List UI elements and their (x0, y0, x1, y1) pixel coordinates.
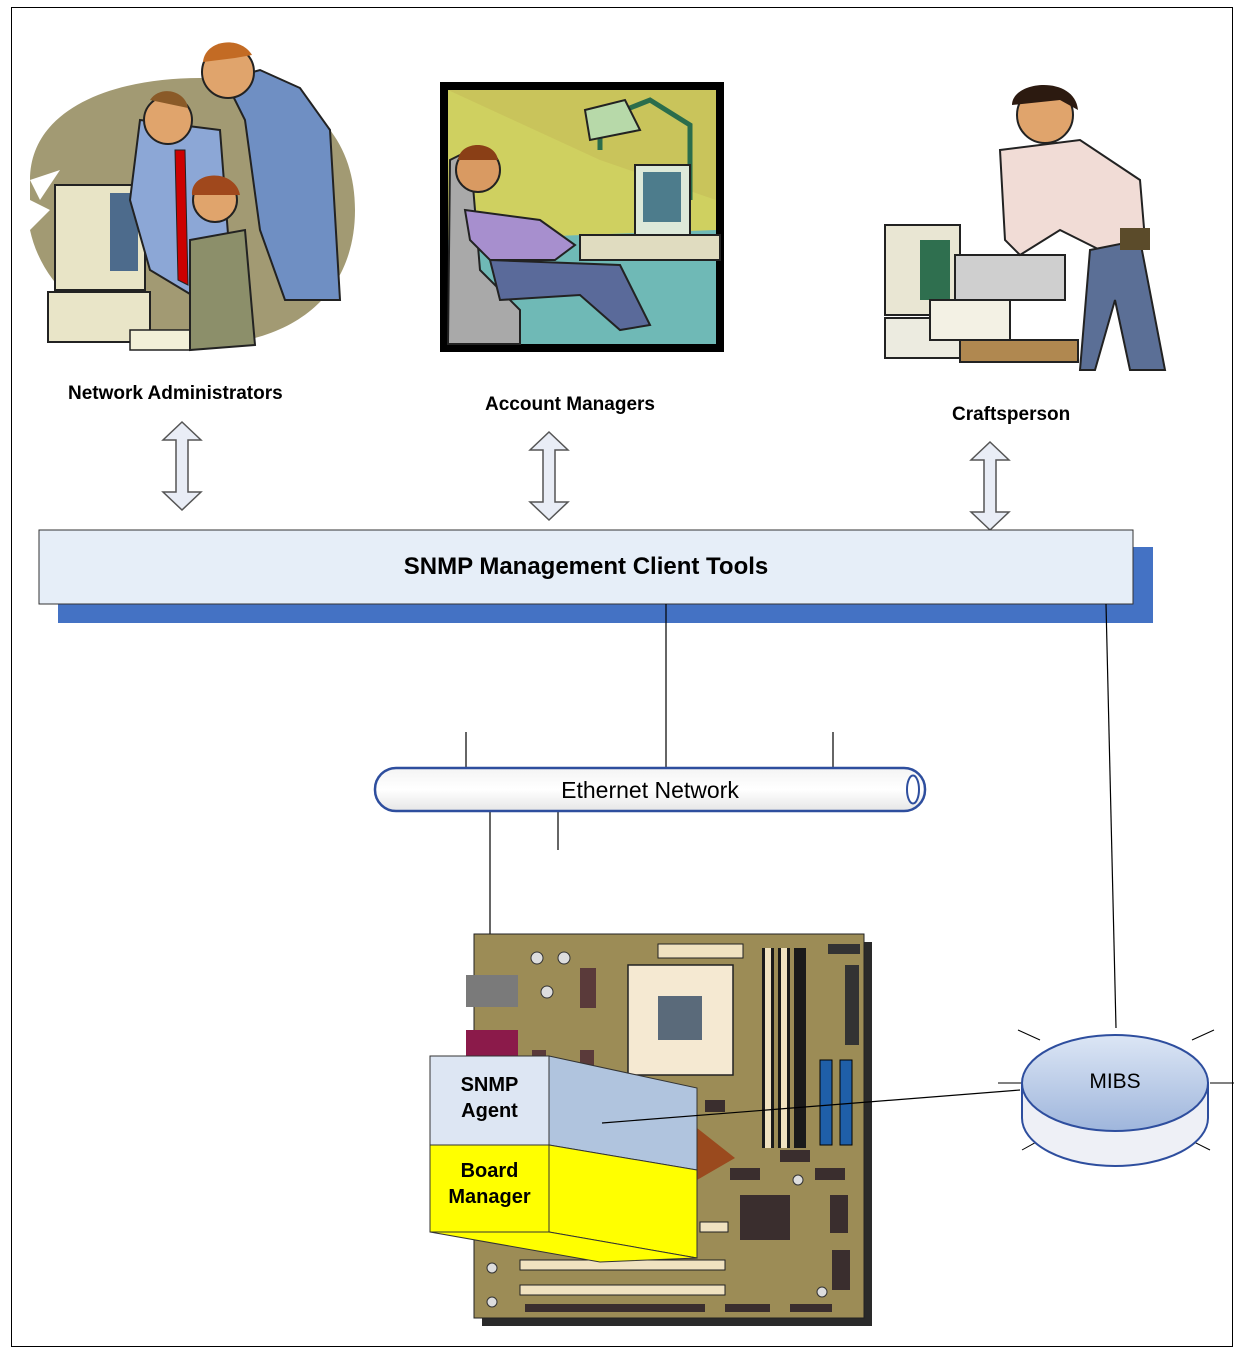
snmp-agent-label: SNMP Agent (430, 1072, 549, 1124)
snmp-agent-label-line2: Agent (461, 1100, 518, 1122)
craftsperson-illustration (884, 85, 1167, 371)
account-managers-illustration (440, 82, 724, 352)
snmp-tools-bar (38, 529, 1134, 605)
double-arrow-accounts (528, 430, 570, 522)
mibs-disk (998, 1029, 1234, 1167)
ethernet-label: Ethernet Network (561, 777, 739, 803)
ethernet-pipe (373, 766, 927, 813)
snmp-agent-label-line1: SNMP (460, 1074, 519, 1096)
network-admins-illustration (30, 42, 355, 352)
double-arrow-craft (969, 440, 1011, 532)
board-manager-label: Board Manager (430, 1158, 549, 1210)
agent-box (429, 1055, 698, 1263)
network-admins-label: Network Administrators (68, 383, 283, 404)
board-manager-label-line1: Board (460, 1160, 519, 1182)
double-arrow-admins (161, 420, 203, 512)
craftsperson-label: Craftsperson (952, 404, 1071, 425)
agent-mibs-line (601, 1089, 1021, 1124)
account-managers-label: Account Managers (485, 394, 655, 415)
board-manager-label-line2: Manager (448, 1186, 531, 1208)
mibs-label: MIBS (1089, 1070, 1141, 1093)
diagram-frame (11, 7, 1233, 1347)
snmp-tools-label: SNMP Management Client Tools (403, 553, 769, 580)
